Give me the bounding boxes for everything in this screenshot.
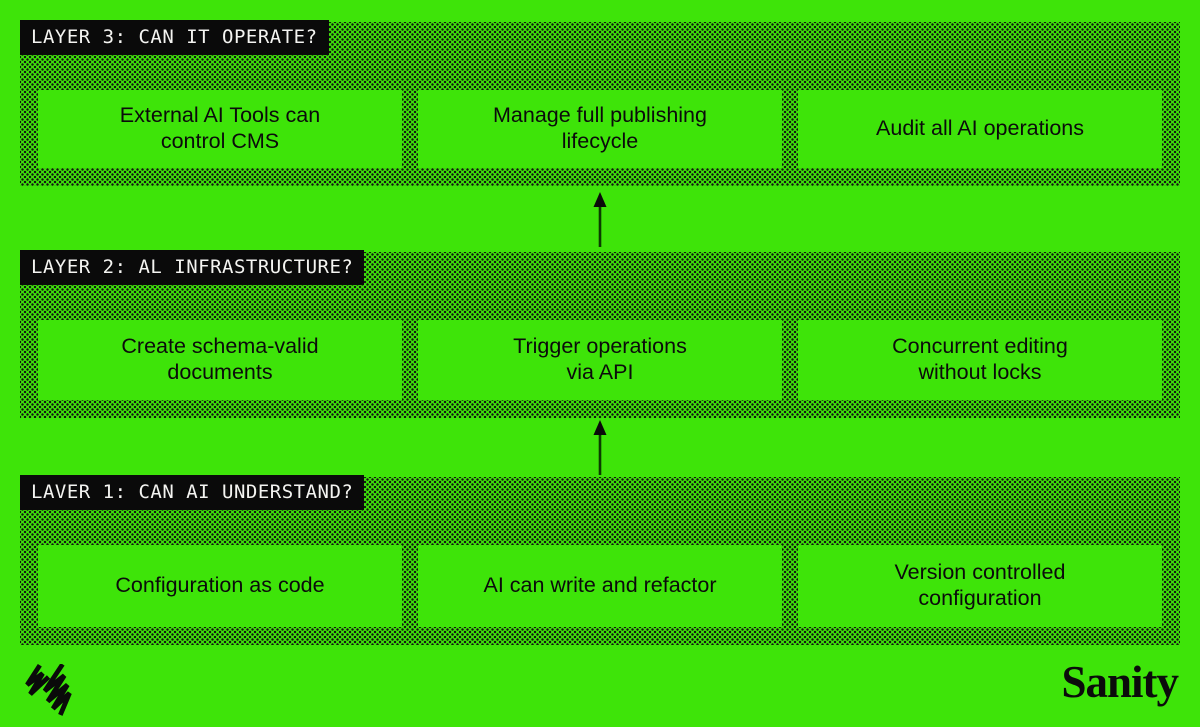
layer-1-label: LAVER 1: CAN AI UNDERSTAND? <box>20 475 365 510</box>
capability-box-configuration-as-code: Configuration as code <box>38 545 402 627</box>
up-arrow-icon <box>593 420 607 475</box>
layer-2-band: LAYER 2: AL INFRASTRUCTURE? Create schem… <box>20 250 1180 418</box>
layer-1-band: LAVER 1: CAN AI UNDERSTAND? Configuratio… <box>20 475 1180 645</box>
capability-box-trigger-operations-api: Trigger operations via API <box>418 320 782 400</box>
layer-3-band: LAYER 3: CAN IT OPERATE? External AI Too… <box>20 20 1180 186</box>
sanity-wordmark: Sanity <box>1061 657 1179 707</box>
layer-1-box-row: Configuration as code AI can write and r… <box>38 545 1162 627</box>
capability-box-concurrent-editing: Concurrent editing without locks <box>798 320 1162 400</box>
capability-box-schema-valid-documents: Create schema-valid documents <box>38 320 402 400</box>
layer-3-box-row: External AI Tools can control CMS Manage… <box>38 90 1162 168</box>
sanity-scribble-icon <box>25 664 72 716</box>
capability-box-publishing-lifecycle: Manage full publishing lifecycle <box>418 90 782 168</box>
up-arrow-icon <box>593 192 607 247</box>
capability-box-audit-operations: Audit all AI operations <box>798 90 1162 168</box>
layer-2-box-row: Create schema-valid documents Trigger op… <box>38 320 1162 400</box>
layer-2-label: LAYER 2: AL INFRASTRUCTURE? <box>20 250 365 285</box>
capability-box-version-controlled-config: Version controlled configuration <box>798 545 1162 627</box>
layer-3-label: LAYER 3: CAN IT OPERATE? <box>20 20 329 55</box>
capability-box-ai-write-refactor: AI can write and refactor <box>418 545 782 627</box>
capability-box-external-ai-tools: External AI Tools can control CMS <box>38 90 402 168</box>
